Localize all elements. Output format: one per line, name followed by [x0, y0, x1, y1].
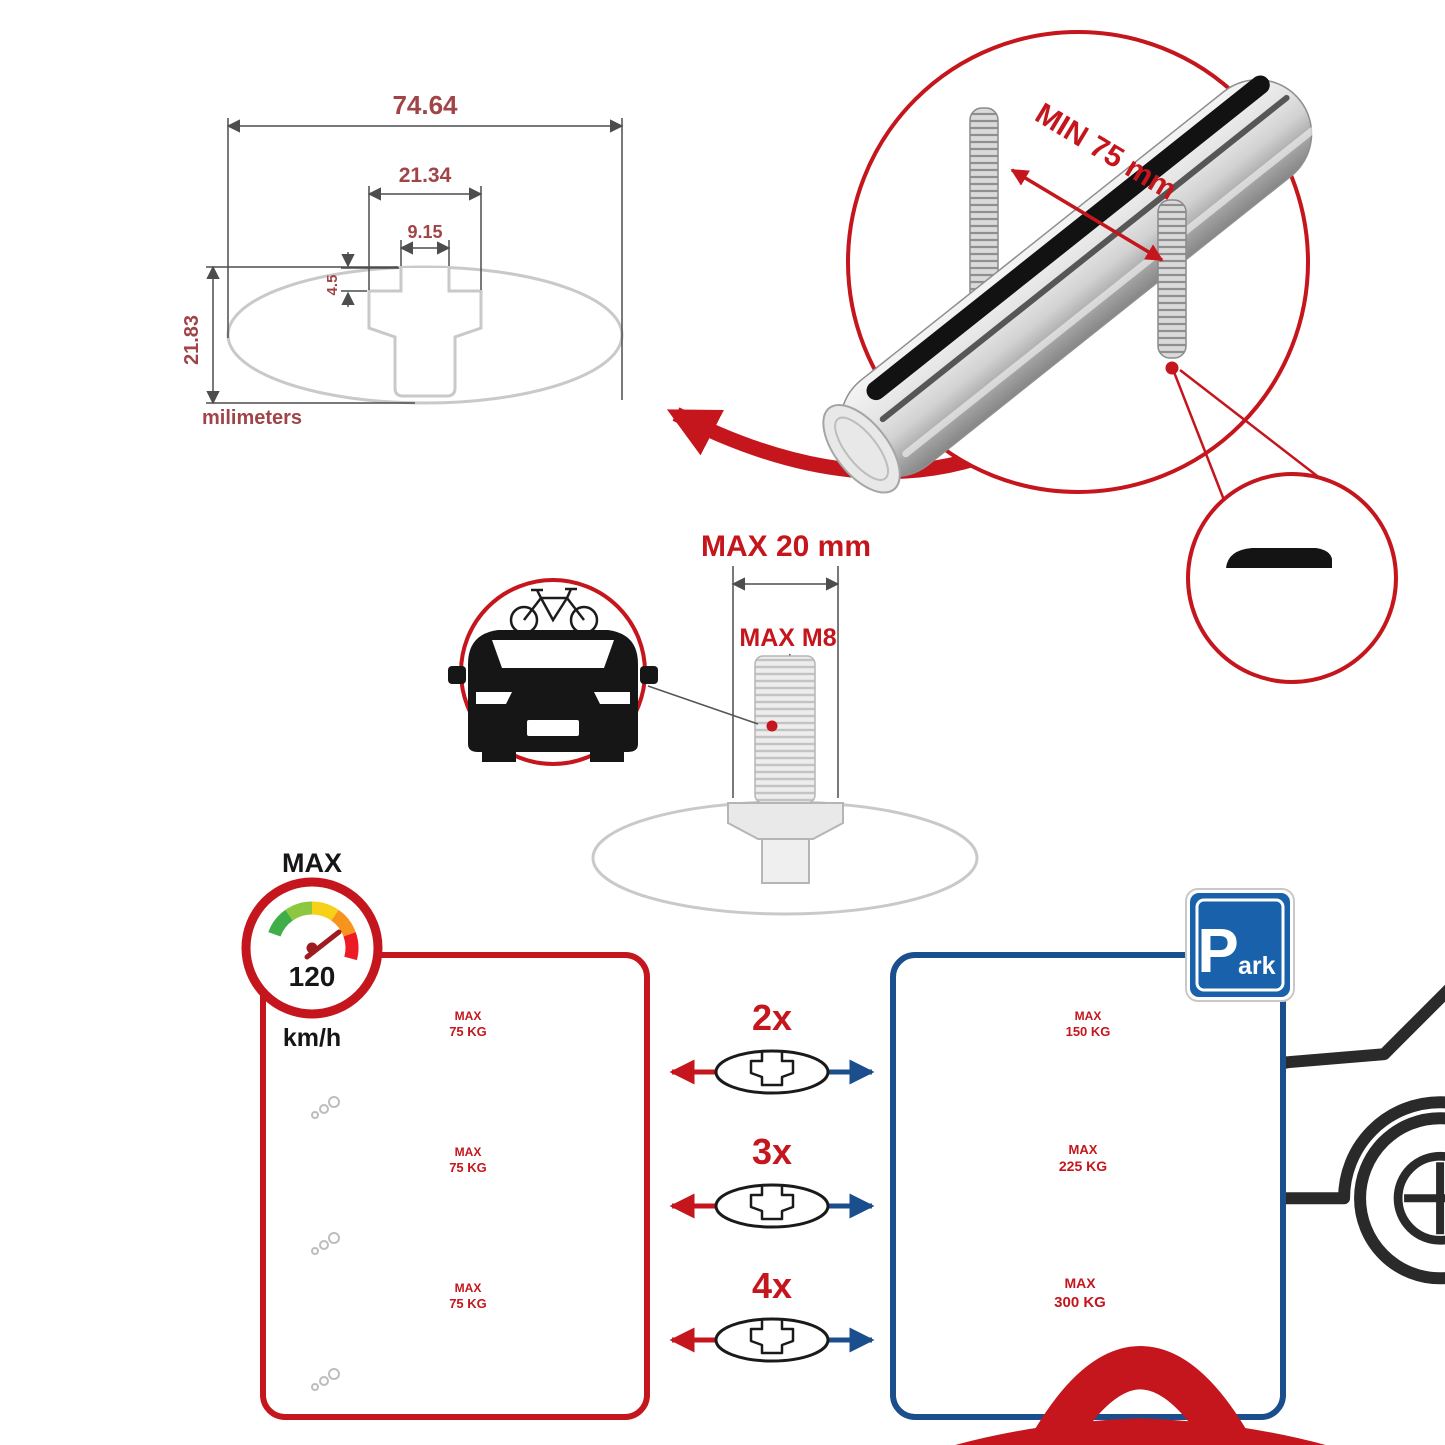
dim-step-width-label: 21.34 [399, 164, 452, 187]
bag-weight-label: 300 KG [1054, 1294, 1106, 1311]
dim-units-label: milimeters [202, 407, 302, 429]
multiplier-row: 4x [669, 1265, 875, 1363]
bag-max-label: MAX [455, 1145, 482, 1159]
bolt-stem [761, 838, 810, 884]
bolt-flange [727, 802, 844, 840]
bag-weight-label: 75 KG [449, 1296, 487, 1311]
bolt-thread [754, 655, 816, 804]
speed-limit-gauge: MAX 120 km/h [241, 848, 383, 1052]
onroad-panel [260, 952, 650, 1420]
crossbar-profile-icon [714, 1183, 830, 1229]
crossbar-detail-circle: MIN 75 mm [822, 30, 1316, 494]
crossbar-profile-icon [714, 1049, 830, 1095]
gauge-title: MAX [282, 848, 342, 878]
roof-box-icon [1226, 548, 1332, 568]
bag-max-label: MAX [1069, 1142, 1098, 1157]
dimension-lines [206, 118, 624, 405]
gauge-unit: km/h [283, 1024, 341, 1052]
onroad-cars: MAX 75 KG MAX 75 KG MAX 75 KG [311, 1009, 1445, 1445]
bag-weight-label: 75 KG [449, 1160, 487, 1175]
bag-max-label: MAX [455, 1009, 482, 1023]
multiplier-row: 3x [669, 1131, 875, 1229]
pointer-line [647, 685, 759, 725]
multiplier-label: 4x [752, 1265, 792, 1306]
t-slot-profile [367, 268, 483, 398]
parking-cars: MAX 150 KG MAX 225 KG MAX 300 KG [1054, 1009, 1445, 1445]
callout-dot [1165, 361, 1179, 375]
vehicle-circle-outline [1186, 472, 1398, 684]
parking-sign: P ark [1185, 888, 1295, 1002]
max-width-label: MAX 20 mm [701, 530, 871, 563]
bicycle-icon [509, 587, 599, 635]
dim-slot-width-label: 9.15 [407, 222, 442, 242]
sign-letters-ark: ark [1238, 952, 1276, 980]
gauge-hub [306, 942, 318, 954]
bag-max-label: MAX [1064, 1275, 1096, 1291]
car-front-icon [448, 630, 658, 762]
bike-mount-circle [448, 578, 759, 766]
bag-weight-label: 75 KG [449, 1024, 487, 1039]
sign-inner-border [1195, 898, 1285, 992]
thread-callout-dot [766, 720, 778, 732]
bag-max-label: MAX [1075, 1009, 1102, 1023]
vehicle-callout-circle [1172, 369, 1445, 1280]
dimension-drawing: 74.64 21.34 9.15 4.5 21.83 milimeters [181, 90, 624, 429]
max-thread-label: MAX M8 [739, 624, 836, 652]
multiplier-column: 2x 3x 4x [669, 997, 875, 1363]
dim-step-depth-label: 4.5 [324, 275, 341, 296]
threaded-rod-right [1157, 199, 1187, 359]
dim-total-height-label: 21.83 [181, 315, 203, 365]
crossbar-profile-icon [714, 1317, 830, 1363]
sign-letter-p: P [1197, 917, 1238, 986]
sign-blue-field [1190, 893, 1290, 997]
bag-weight-label: 150 KG [1066, 1024, 1111, 1039]
bag-max-label: MAX [455, 1281, 482, 1295]
dim-total-width-label: 74.64 [392, 90, 458, 120]
gauge-value: 120 [289, 961, 336, 992]
multiplier-label: 3x [752, 1131, 792, 1172]
multiplier-row: 2x [669, 997, 875, 1095]
gauge-arcs [268, 901, 359, 961]
bolt-diagram: MAX 20 mm MAX M8 [591, 530, 979, 916]
min-spacing-arrow [1010, 168, 1164, 262]
multiplier-label: 2x [752, 997, 792, 1038]
bag-weight-label: 225 KG [1059, 1158, 1107, 1174]
